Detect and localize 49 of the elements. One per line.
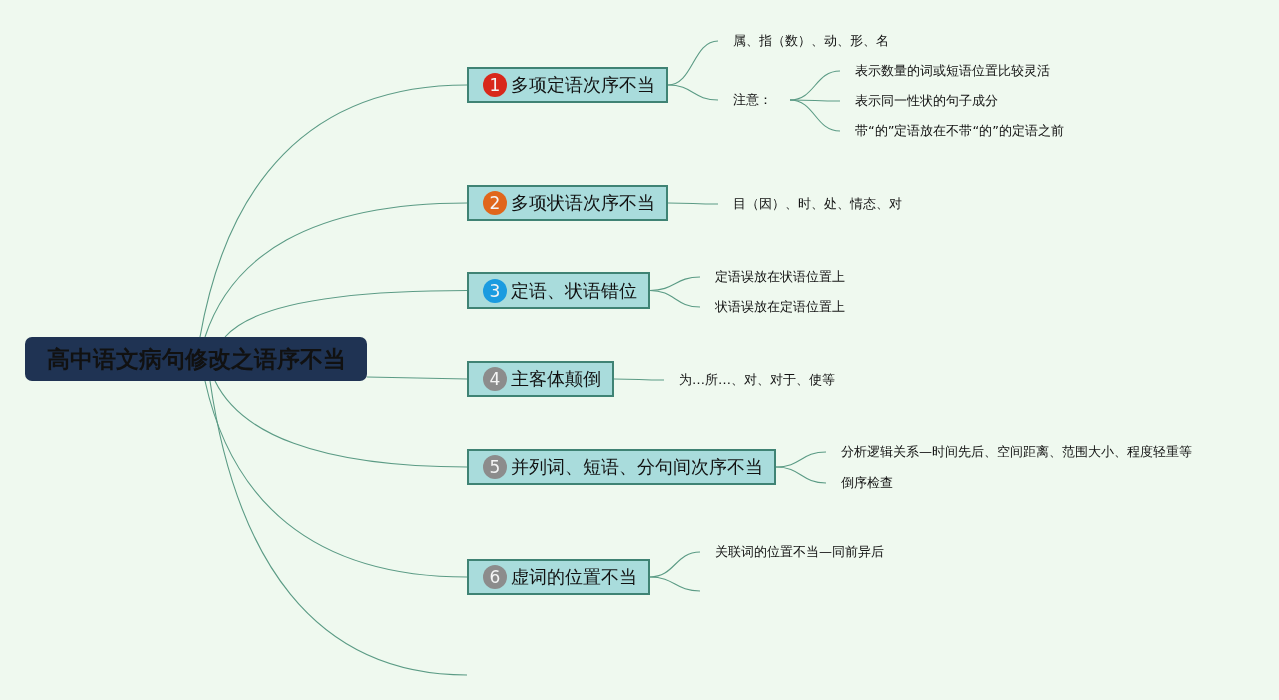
- subtopic-text: 带“的”定语放在不带“的”的定语之前: [840, 120, 1100, 142]
- subtopic-text: 表示同一性状的句子成分: [840, 90, 1040, 112]
- branch-line: [214, 380, 468, 468]
- number-badge: 4: [483, 367, 507, 391]
- subtopic-text: 属、指（数）、动、形、名: [718, 30, 918, 52]
- topic-label: 多项定语次序不当: [511, 73, 655, 97]
- topic-label: 并列词、短语、分句间次序不当: [511, 455, 763, 479]
- topic-box: [467, 559, 650, 595]
- subtopic-text: 为…所…、对、对于、使等: [664, 369, 864, 391]
- branch-line: [366, 376, 468, 380]
- number-badge: 2: [483, 191, 507, 215]
- subtopic-text: 目（因）、时、处、情态、对: [718, 193, 938, 215]
- topic-box: [467, 272, 650, 309]
- topic-label: 主客体颠倒: [511, 367, 601, 391]
- branch-line: [204, 380, 468, 578]
- subtopic-text: 分析逻辑关系—时间先后、空间距离、范围大小、程度轻重等: [826, 441, 1246, 463]
- branch-line: [199, 84, 468, 338]
- branch-line: [667, 40, 719, 86]
- subtopic-text: 状语误放在定语位置上: [700, 296, 880, 318]
- topic-box: [467, 67, 668, 103]
- branch-line: [775, 466, 827, 484]
- topic-box: [467, 361, 614, 397]
- subtopic-text: 倒序检查: [826, 472, 926, 494]
- number-badge: 5: [483, 455, 507, 479]
- subtopic-text: 注意：: [718, 89, 790, 111]
- branch-line: [789, 99, 841, 102]
- central-topic-box: 高中语文病句修改之语序不当: [25, 337, 367, 381]
- topic-box: [467, 185, 668, 221]
- subtopic-text: 关联词的位置不当—同前异后: [700, 541, 920, 563]
- branch-line: [204, 202, 468, 338]
- branch-line: [649, 289, 701, 308]
- number-badge: 1: [483, 73, 507, 97]
- topic-label: 多项状语次序不当: [511, 191, 655, 215]
- branch-line: [649, 551, 701, 578]
- branch-line: [789, 99, 841, 132]
- topic-box: [467, 449, 776, 485]
- number-badge: 3: [483, 278, 507, 303]
- subtopic-text: 表示数量的词或短语位置比较灵活: [840, 60, 1080, 82]
- subtopic-text: 定语误放在状语位置上: [700, 266, 880, 288]
- branch-line: [775, 451, 827, 468]
- topic-label: 定语、状语错位: [511, 278, 637, 303]
- branch-line: [209, 380, 468, 676]
- branch-line: [613, 378, 665, 381]
- branch-line: [649, 576, 701, 592]
- number-badge: 6: [483, 565, 507, 589]
- topic-label: 虚词的位置不当: [511, 565, 637, 589]
- branch-line: [667, 84, 719, 101]
- branch-line: [224, 289, 468, 338]
- branch-line: [667, 202, 719, 205]
